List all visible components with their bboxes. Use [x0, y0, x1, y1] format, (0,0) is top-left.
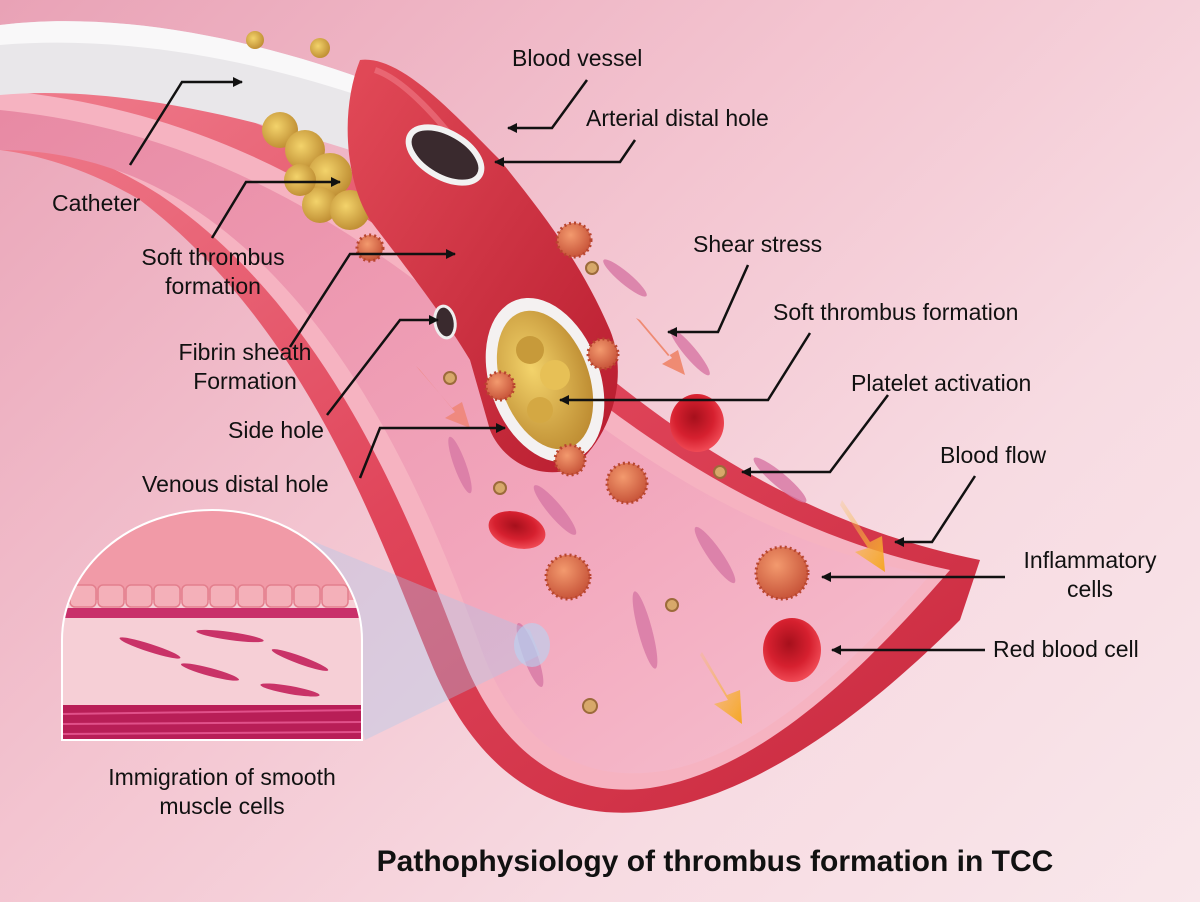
label-soft-thrombus-right: Soft thrombus formation: [773, 299, 1019, 325]
platelets: [443, 261, 727, 714]
label-blood-flow: Blood flow: [940, 442, 1047, 468]
leader-arterial-hole: [494, 139, 637, 167]
leader-fibrin: [288, 249, 456, 348]
label-catheter: Catheter: [52, 190, 141, 216]
vessel-lumen: [0, 110, 930, 774]
label-soft-thrombus-left: Soft thrombus formation: [108, 243, 318, 301]
label-inflammatory-line2: cells: [1066, 576, 1113, 602]
label-inflammatory-line1: Inflammatory: [1023, 547, 1157, 573]
label-side-hole: Side hole: [228, 417, 324, 443]
label-inflammatory-cells: Inflammatory cells: [995, 546, 1185, 604]
leader-venous-hole: [358, 423, 506, 479]
leader-side-hole: [326, 315, 439, 416]
arterial-distal-hole: [405, 124, 485, 186]
label-soft-thrombus-left-line1: Soft thrombus: [141, 244, 285, 270]
leader-blood-vessel: [507, 79, 589, 133]
label-immigration-line2: muscle cells: [159, 793, 285, 819]
leader-catheter: [128, 77, 243, 166]
red-blood-cells: [488, 394, 821, 682]
label-shear-stress: Shear stress: [693, 231, 823, 257]
label-arterial-distal-hole: Arterial distal hole: [586, 105, 769, 131]
flow-arrows: [416, 318, 885, 724]
label-platelet-activation: Platelet activation: [851, 370, 1032, 396]
leader-blood-flow: [894, 475, 977, 547]
magnifier-cone: [310, 540, 540, 740]
leader-lines: [128, 77, 1005, 655]
figure-title: Pathophysiology of thrombus formation in…: [376, 845, 1054, 878]
vessel-wall-inset: [62, 510, 362, 740]
label-venous-distal-hole: Venous distal hole: [142, 471, 329, 497]
label-fibrin-line1: Fibrin sheath: [178, 339, 312, 365]
inflammatory-cells: [355, 221, 810, 601]
label-fibrin-line2: Formation: [193, 368, 297, 394]
label-immigration: Immigration of smooth muscle cells: [62, 763, 382, 821]
label-blood-vessel: Blood vessel: [512, 45, 643, 71]
label-fibrin-sheath: Fibrin sheath Formation: [140, 338, 350, 396]
leader-shear-stress: [667, 264, 750, 337]
leader-soft-thrombus-left: [210, 177, 341, 239]
label-red-blood-cell: Red blood cell: [993, 636, 1139, 662]
label-soft-thrombus-left-line2: formation: [165, 273, 261, 299]
leader-soft-thrombus-right: [559, 332, 812, 405]
label-immigration-line1: Immigration of smooth: [108, 764, 336, 790]
leader-platelet: [741, 394, 889, 477]
thrombus-cluster-upper: [246, 31, 370, 230]
